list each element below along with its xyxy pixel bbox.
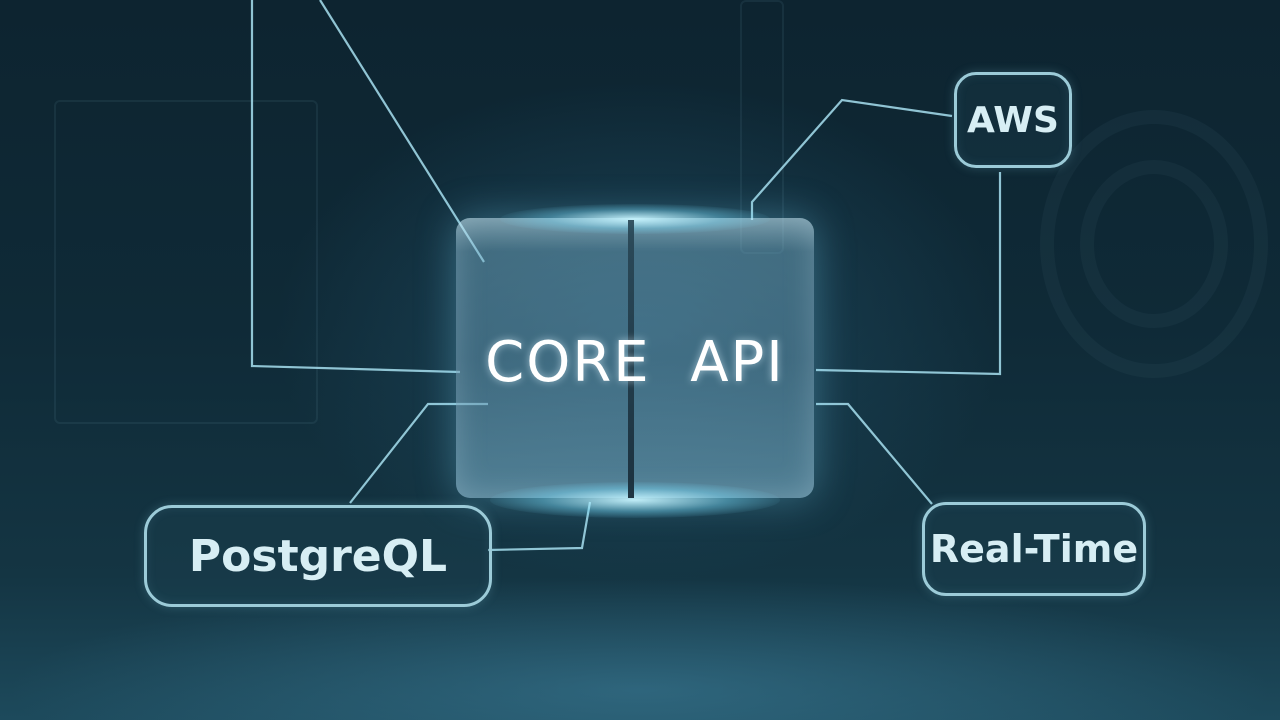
node-real-time-label: Real-Time	[929, 527, 1139, 571]
node-aws[interactable]: AWS	[954, 72, 1072, 168]
connector-line-aws-down	[815, 172, 1002, 376]
connector-line-postgres-bottom	[487, 501, 592, 552]
connector-line-aws	[750, 98, 953, 220]
node-postgresql-label: PostgreQL	[188, 530, 448, 582]
core-api-label: CORE API	[485, 330, 785, 395]
cube-top-glow	[500, 204, 770, 234]
connector-line-realtime	[816, 402, 933, 505]
node-real-time[interactable]: Real-Time	[922, 502, 1146, 596]
connector-line-diagonal	[319, 0, 485, 263]
node-aws-label: AWS	[967, 99, 1059, 141]
node-postgresql[interactable]: PostgreQL	[144, 505, 492, 607]
cube-seam	[628, 220, 634, 498]
core-api-cube	[456, 218, 814, 498]
cube-bottom-glow	[490, 482, 780, 518]
connector-line-left-frame	[250, 0, 461, 374]
background-panel	[54, 100, 318, 424]
